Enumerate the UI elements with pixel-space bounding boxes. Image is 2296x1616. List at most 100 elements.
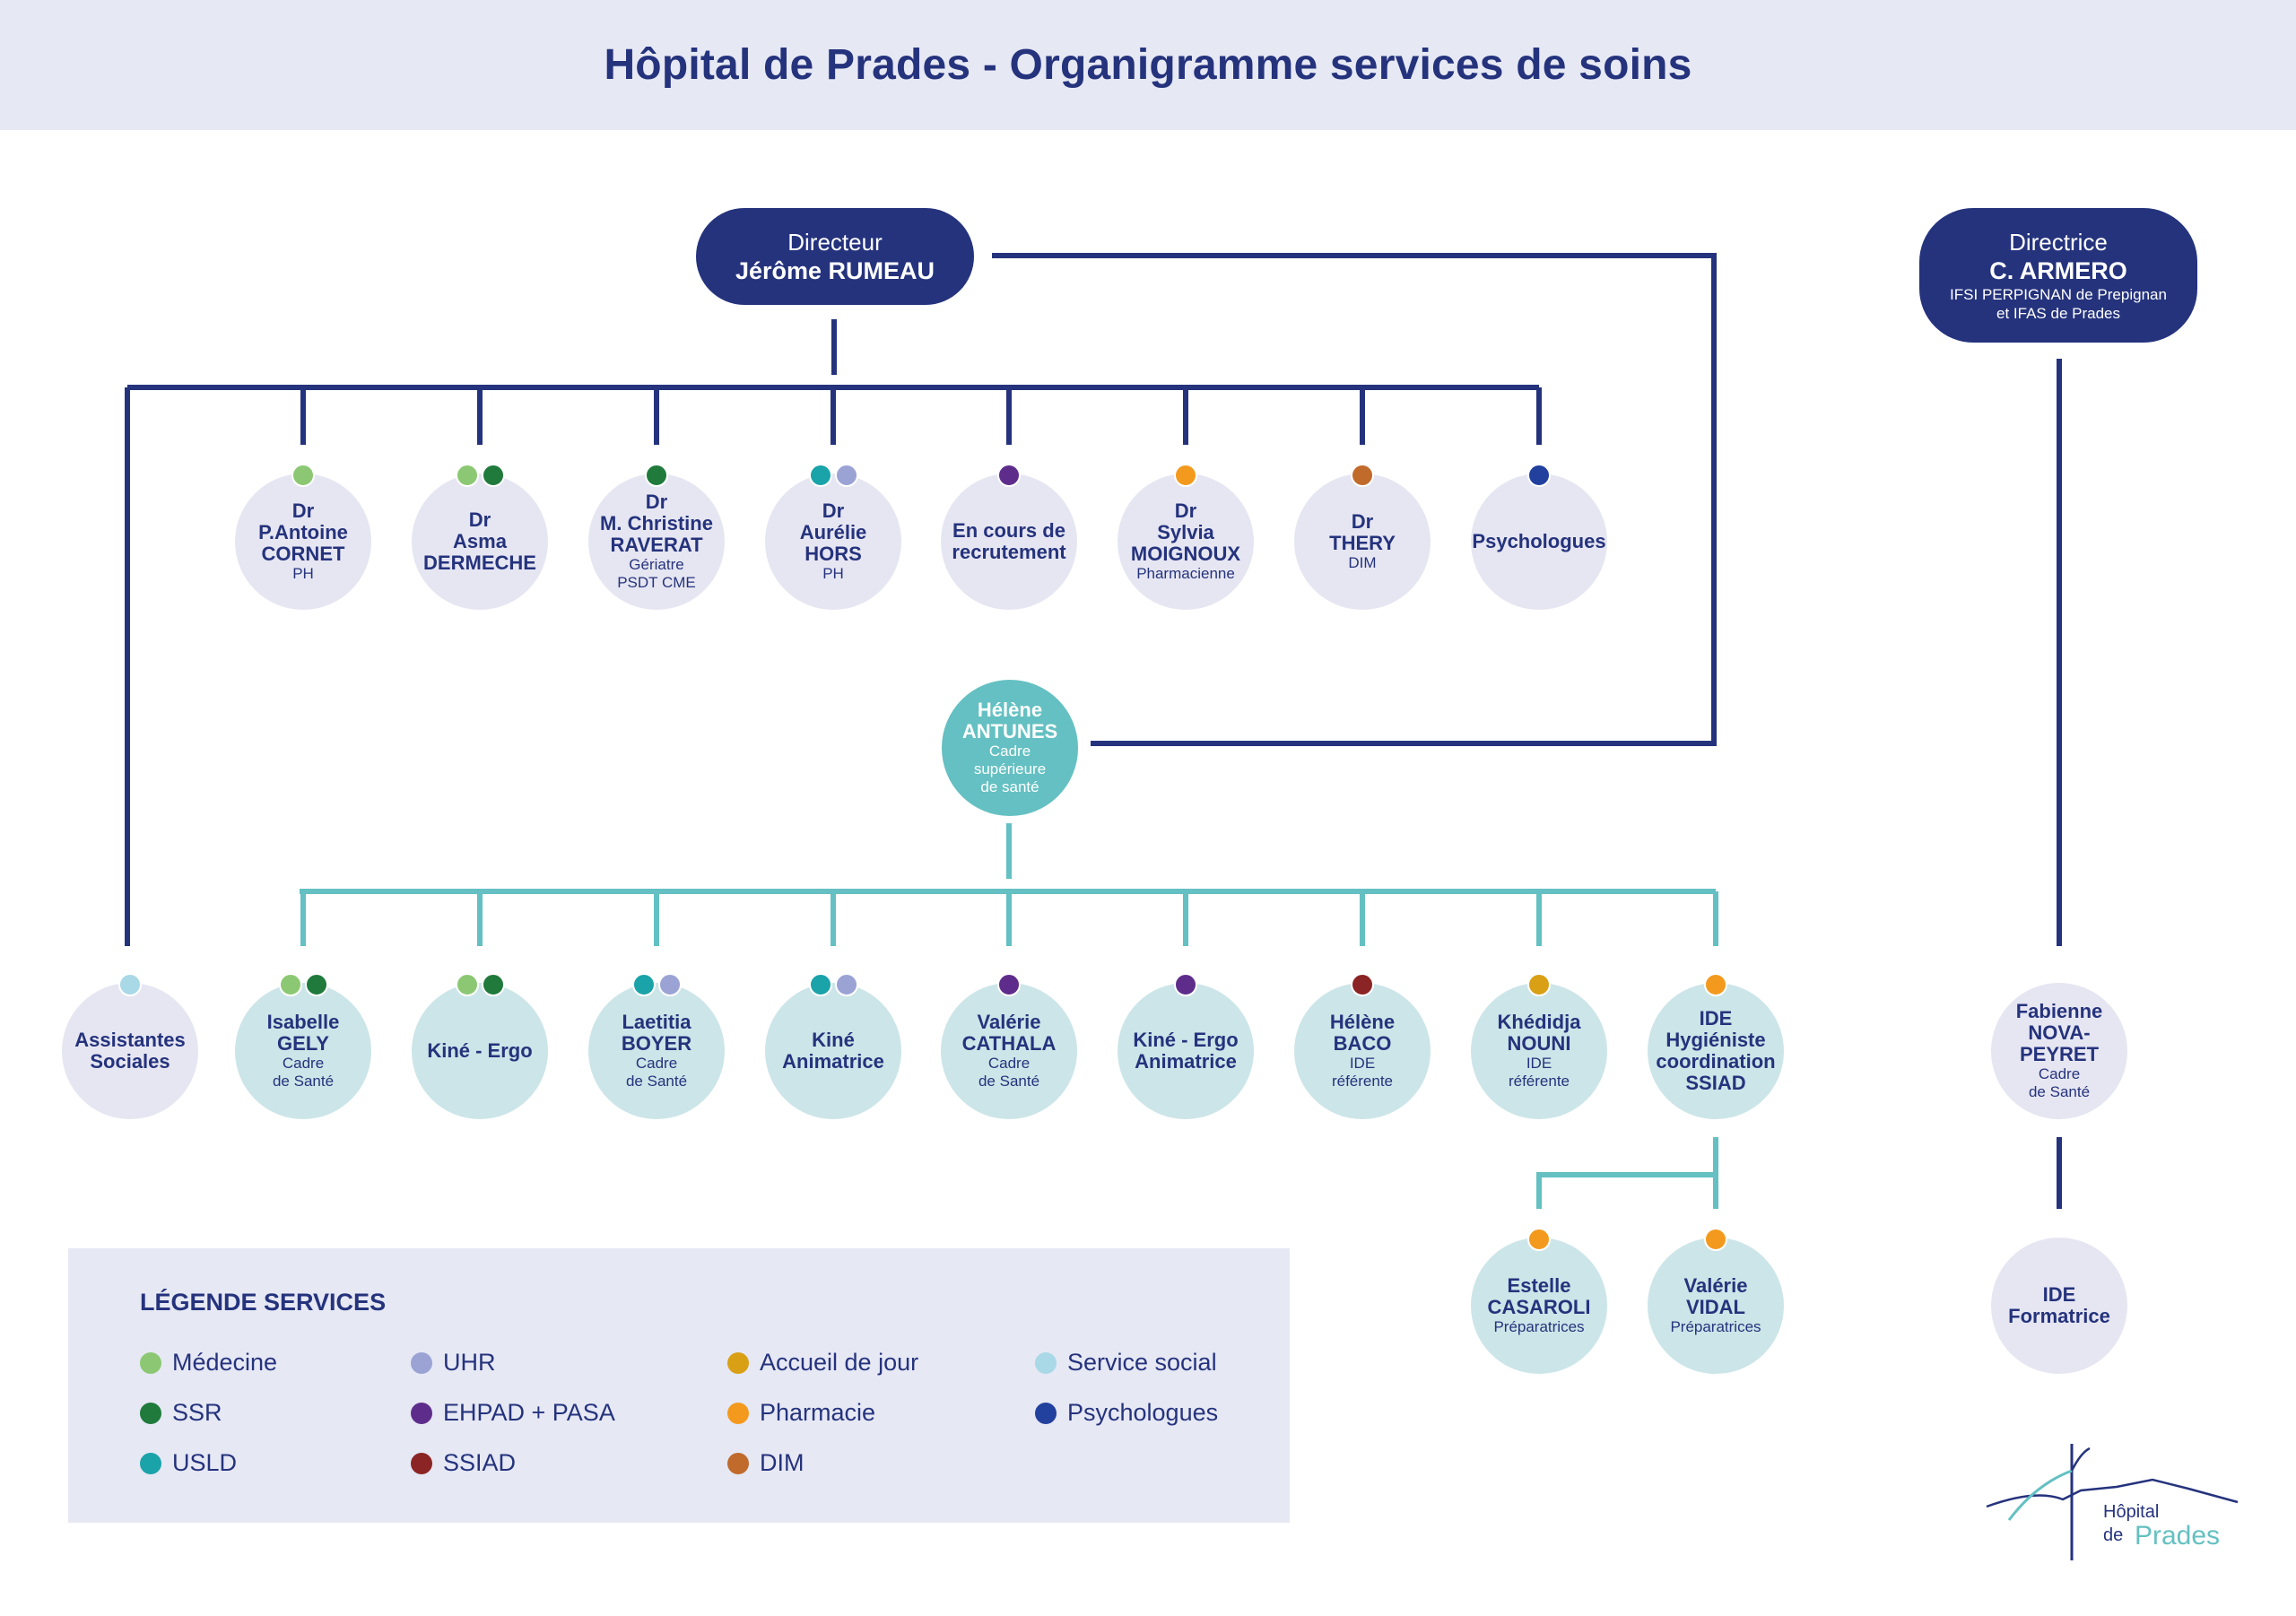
node-text-l2: P.Antoine	[258, 521, 348, 543]
legend-item: SSR	[140, 1399, 222, 1427]
director-to-cadre-line	[992, 253, 1717, 746]
legend-label: Psychologues	[1067, 1399, 1219, 1426]
service-dots	[118, 973, 142, 996]
service-dots	[1351, 973, 1374, 996]
node-text-l1: Fabienne	[2015, 1000, 2103, 1022]
node-text-l3: DERMECHE	[423, 552, 536, 574]
node-text-l2: VIDAL	[1686, 1296, 1745, 1318]
dim-service-dot	[1351, 464, 1374, 487]
node-text-sub1: IDE	[1349, 1055, 1376, 1072]
ssiad-service-dot	[1351, 973, 1374, 996]
ssiad-branch-line	[1536, 1137, 1718, 1209]
ehpad-service-dot	[997, 464, 1021, 487]
ehpad-service-dot	[1174, 973, 1197, 996]
node-text-sub1: Cadre	[635, 1055, 678, 1072]
ehpad-service-dot	[997, 973, 1021, 996]
directrice-name: C. ARMERO	[1989, 257, 2127, 284]
service-dots	[1174, 973, 1197, 996]
node-text-l1: Dr	[1351, 510, 1374, 533]
node-text-l1: Dr	[822, 500, 845, 522]
node-text-l1: Isabelle	[266, 1011, 340, 1033]
node-text-l1: Dr	[645, 491, 668, 513]
node-text-l2: Hygiéniste	[1665, 1029, 1766, 1051]
accueil-service-dot	[1527, 973, 1551, 996]
node-text-l1: Hélène	[1329, 1011, 1396, 1033]
node-text-l3: RAVERAT	[610, 534, 703, 556]
node-text-l1: Estelle	[1507, 1274, 1571, 1297]
node-text-sub2: de Santé	[625, 1073, 688, 1090]
directrice-org-line1: IFSI PERPIGNAN de Prepignan	[1950, 286, 2167, 303]
node-text-sub2: de Santé	[978, 1073, 1040, 1090]
node-text-l1: Psychologues	[1472, 530, 1606, 552]
cadre-sup-title-2: supérieure	[973, 760, 1047, 778]
director-box: Directeur Jérôme RUMEAU	[696, 208, 974, 305]
node-text-l1: Valérie	[977, 1011, 1041, 1033]
legend-item: Psychologues	[1035, 1399, 1218, 1427]
cadre-sup-title-1: Cadre	[988, 743, 1031, 760]
legend-item: USLD	[140, 1449, 237, 1477]
service-dots	[1527, 973, 1551, 996]
node-text-sub1: Gériatre	[629, 556, 684, 573]
directrice-role: Directrice	[2009, 229, 2108, 256]
node-text-l2: NOUNI	[1507, 1032, 1571, 1055]
node-text-l2: Formatrice	[2008, 1305, 2110, 1327]
legend-title: LÉGENDE SERVICES	[140, 1289, 387, 1316]
cadre-sup-title-3: de santé	[980, 778, 1039, 795]
service-dots	[808, 973, 858, 996]
node-text-l2: Animatrice	[1135, 1050, 1237, 1073]
logo-line1: Hôpital	[2103, 1502, 2159, 1522]
service-dots	[997, 464, 1021, 487]
node-text-l2: GELY	[277, 1032, 329, 1055]
medecine-legend-dot	[140, 1351, 161, 1374]
node-text-sub1: Préparatrices	[1670, 1318, 1761, 1335]
service-dots	[645, 464, 668, 487]
node-text-l1: Kiné - Ergo	[427, 1039, 533, 1062]
service-dots	[1704, 1228, 1727, 1251]
node-text-l3: CORNET	[261, 543, 345, 565]
logo-line2: de	[2103, 1525, 2123, 1545]
service-dots	[455, 464, 505, 487]
medecine-service-dot	[291, 464, 315, 487]
ssr-service-dot	[645, 464, 668, 487]
social-legend-dot	[1035, 1351, 1057, 1374]
node-text-l2: BACO	[1333, 1032, 1392, 1055]
service-dots	[1174, 464, 1197, 487]
node-text-sub1: Préparatrices	[1493, 1318, 1585, 1335]
uhr-legend-dot	[411, 1351, 432, 1374]
legend-item: Pharmacie	[727, 1399, 875, 1427]
node-text-l3: HORS	[804, 543, 862, 565]
accueil-legend-dot	[727, 1351, 749, 1374]
medecine-service-dot	[455, 973, 479, 996]
node-text-l2: BOYER	[621, 1032, 692, 1055]
service-dots	[1527, 1228, 1551, 1251]
node-text-sub1: IDE	[1526, 1055, 1552, 1072]
cadre-sup-lastname: ANTUNES	[961, 720, 1058, 743]
service-dots	[1527, 464, 1551, 487]
hospital-logo: Hôpital de Prades	[1986, 1444, 2239, 1560]
legend-item: SSIAD	[411, 1449, 516, 1477]
node-text-sub1: Pharmacienne	[1136, 565, 1235, 582]
node-text-l1: Kiné - Ergo	[1133, 1029, 1239, 1051]
node-text-l3: coordination	[1656, 1050, 1776, 1073]
ehpad-legend-dot	[411, 1402, 432, 1424]
ssr-service-dot	[304, 973, 328, 996]
uhr-service-dot	[834, 464, 858, 487]
legend-label: USLD	[172, 1449, 238, 1476]
ssr-service-dot	[481, 464, 505, 487]
ssr-service-dot	[481, 973, 505, 996]
cadre-sup-firstname: Hélène	[977, 699, 1043, 721]
